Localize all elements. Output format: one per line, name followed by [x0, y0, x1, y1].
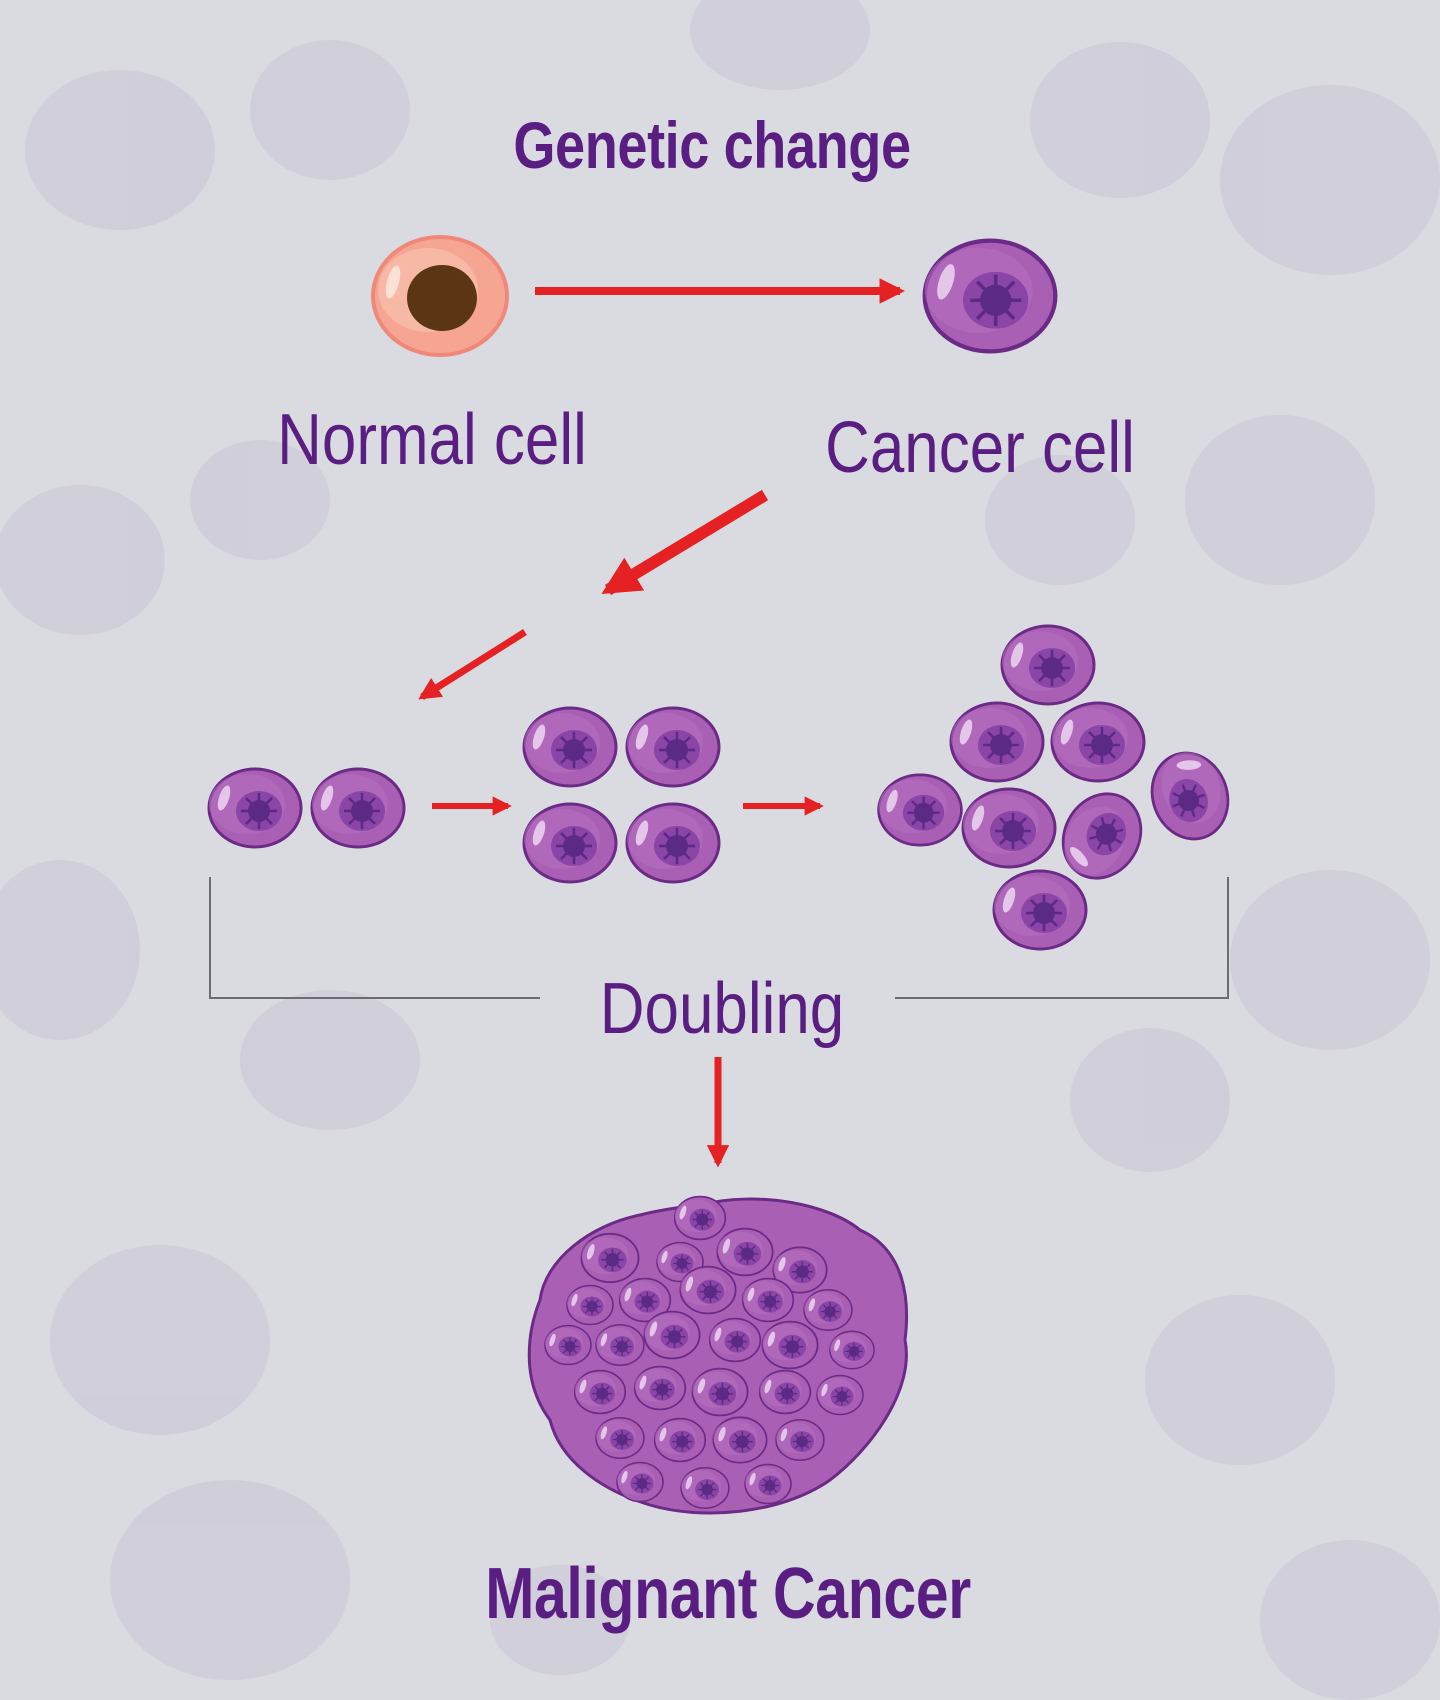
genetic-change-title: Genetic change: [513, 108, 911, 182]
normal-cell-icon: [371, 235, 509, 357]
doubling-bracket: [209, 877, 1229, 999]
four-cells-group: [522, 706, 721, 884]
two-cells-group: [207, 767, 406, 849]
eight-cells-group: [877, 624, 1242, 951]
malignant-cancer-title: Malignant Cancer: [485, 1554, 971, 1634]
split-arrow: [418, 629, 527, 700]
cancer-cell-icon: [925, 241, 1056, 352]
arrows: [418, 278, 906, 1168]
proliferation-arrow: [601, 489, 769, 596]
tumor-mass-icon: [527, 1195, 909, 1515]
doubling-label: Doubling: [599, 969, 845, 1049]
normal-cell-label: Normal cell: [277, 400, 587, 480]
cancer-cell-label: Cancer cell: [825, 408, 1135, 488]
